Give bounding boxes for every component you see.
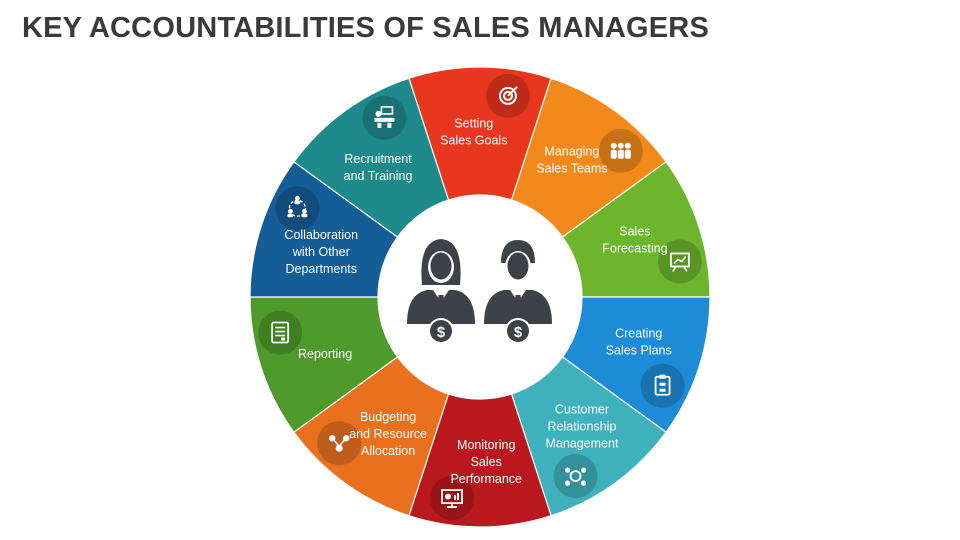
dollar-coin-icon: $ [505,318,531,344]
segment-wedge-10 [293,77,450,238]
money-flow-icon [328,435,350,452]
icon-badge [258,310,303,355]
icon-badge [553,454,598,499]
icon-badge [657,239,702,284]
monitor-chart-icon [441,489,463,508]
target-icon [498,86,518,105]
dollar-symbol: $ [514,324,523,341]
businesswoman-icon: $ [407,239,475,344]
icon-badge [430,476,475,521]
page-title: KEY ACCOUNTABILITIES OF SALES MANAGERS [22,12,709,44]
collaboration-icon [287,195,308,218]
chart-board-icon [669,252,690,272]
businessman-icon: $ [484,240,552,344]
dollar-symbol: $ [437,324,446,341]
segment-8: Reporting [249,296,399,434]
report-icon [271,321,290,344]
presentation-icon [374,106,395,128]
center-circle: $$ [379,196,581,398]
icon-badge [275,186,320,231]
icon-badge [317,421,362,466]
clipboard-plan-icon [654,374,671,396]
crm-icon [564,467,587,486]
team-icon [610,142,631,159]
segment-label: Reporting [298,347,352,361]
dollar-coin-icon: $ [428,318,454,344]
